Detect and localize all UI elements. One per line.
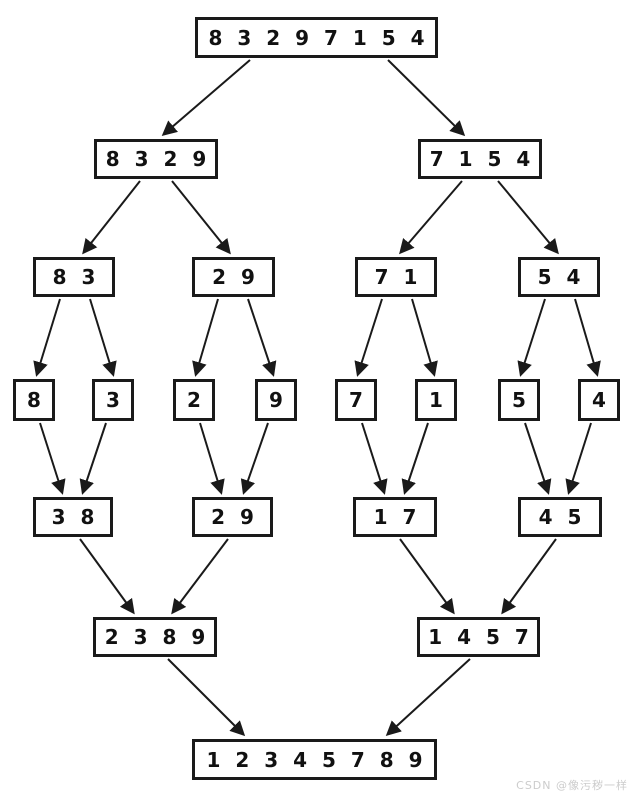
node-7: 7 [335, 379, 377, 421]
arrow [79, 538, 135, 615]
arrow [574, 298, 601, 377]
arrow [171, 180, 231, 255]
node-2: 2 [173, 379, 215, 421]
arrow [401, 422, 429, 495]
arrow [39, 422, 66, 495]
node-71: 7 1 [355, 257, 437, 297]
node-1: 1 [415, 379, 457, 421]
node-7154: 7 1 5 4 [418, 139, 542, 179]
arrow [354, 298, 383, 377]
arrow [82, 180, 141, 255]
node-9: 9 [255, 379, 297, 421]
arrow [247, 298, 277, 377]
node-83: 8 3 [33, 257, 115, 297]
node-8: 8 [13, 379, 55, 421]
node-29-merged: 2 9 [192, 497, 273, 537]
arrow [199, 422, 225, 495]
node-29: 2 9 [192, 257, 275, 297]
node-sorted-array: 1 2 3 4 5 7 8 9 [192, 739, 437, 780]
arrow [171, 538, 229, 615]
node-38-merged: 3 8 [33, 497, 113, 537]
arrow [524, 422, 552, 495]
node-17-merged: 1 7 [353, 497, 437, 537]
node-45-merged: 4 5 [518, 497, 602, 537]
arrow [167, 658, 246, 737]
arrow [387, 59, 466, 137]
arrow [517, 298, 546, 377]
node-unsorted-array: 8 3 2 9 7 1 5 4 [195, 17, 438, 58]
arrow [89, 298, 117, 377]
arrow [501, 538, 557, 615]
arrow [411, 298, 438, 377]
arrow [161, 59, 251, 136]
node-5: 5 [498, 379, 540, 421]
arrow [361, 422, 388, 495]
arrow [79, 422, 107, 495]
arrow [565, 422, 592, 495]
node-4: 4 [578, 379, 620, 421]
arrow [192, 298, 219, 377]
node-2389-merged: 2 3 8 9 [93, 617, 217, 657]
arrow [399, 538, 455, 615]
node-1457-merged: 1 4 5 7 [417, 617, 540, 657]
node-8329: 8 3 2 9 [94, 139, 218, 179]
arrow [497, 180, 559, 255]
arrow [385, 658, 471, 737]
arrow [33, 298, 61, 377]
arrow [399, 180, 463, 255]
csdn-watermark: CSDN @像污秽一样 [516, 779, 628, 792]
node-3: 3 [92, 379, 134, 421]
node-54: 5 4 [518, 257, 600, 297]
arrow [240, 422, 269, 495]
